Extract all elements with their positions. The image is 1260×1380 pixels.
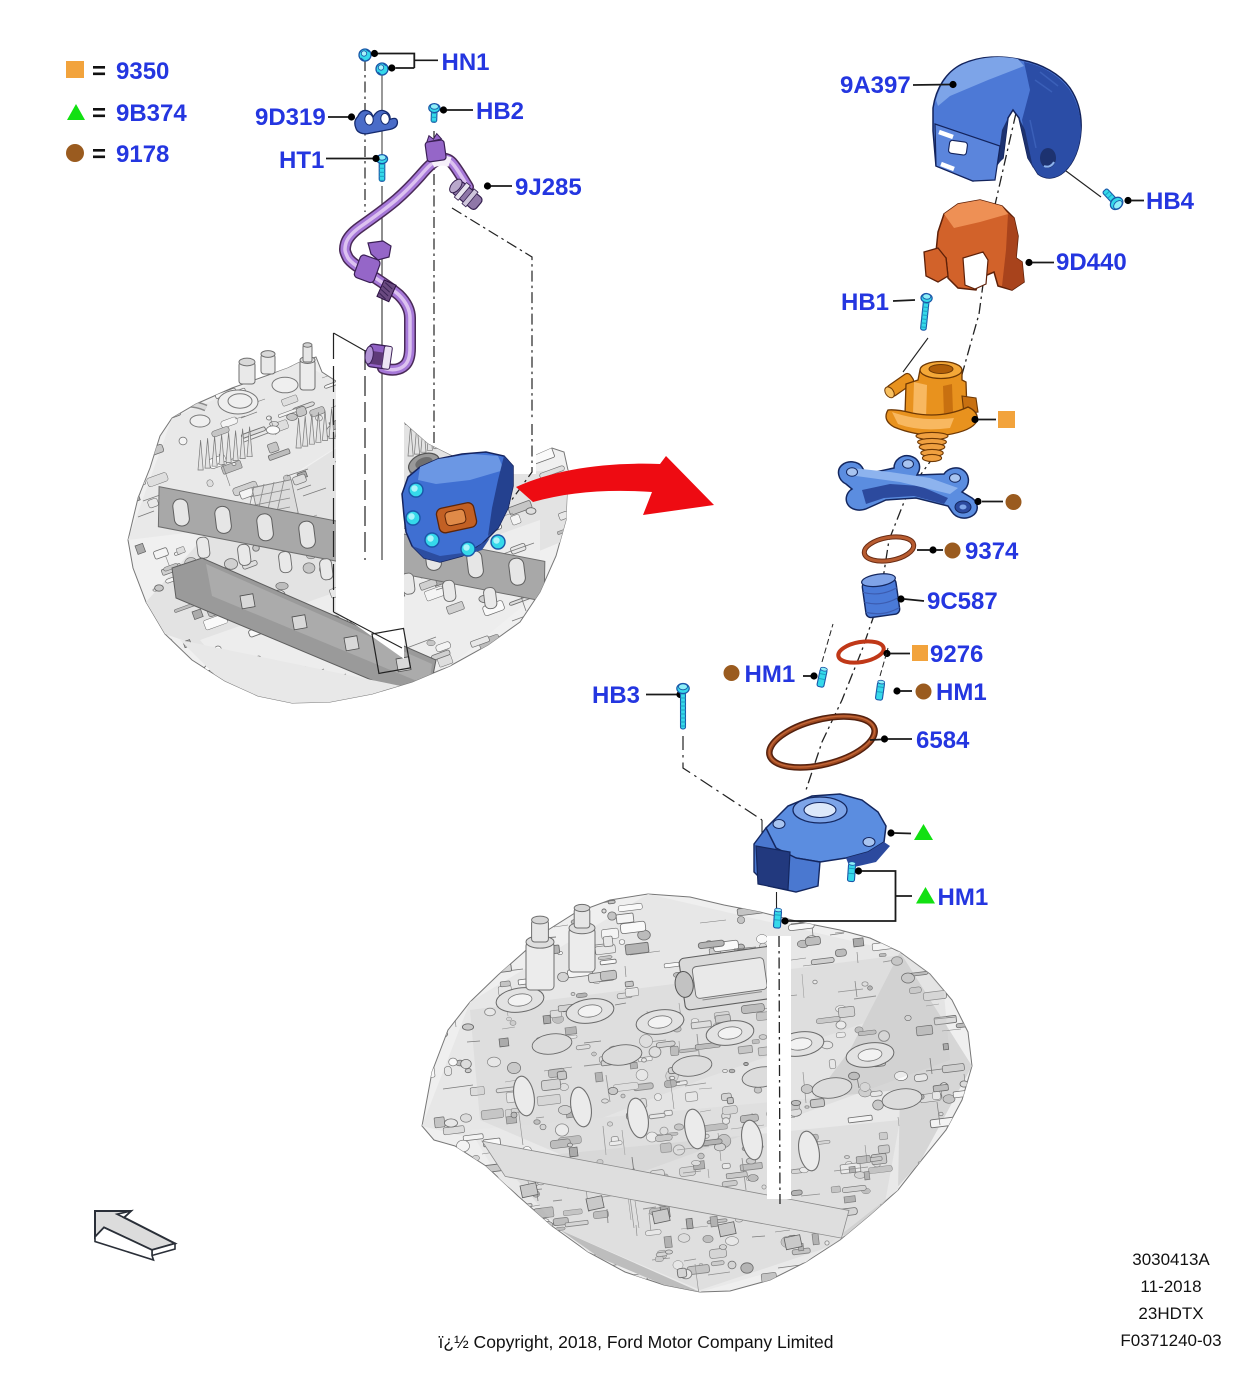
svg-text:9374: 9374 bbox=[965, 538, 1019, 565]
svg-text:11-2018: 11-2018 bbox=[1140, 1277, 1201, 1296]
svg-text:9B374: 9B374 bbox=[116, 100, 187, 127]
svg-text:9J285: 9J285 bbox=[515, 174, 582, 201]
svg-text:=: = bbox=[92, 58, 106, 85]
svg-text:=: = bbox=[92, 141, 106, 168]
svg-text:=: = bbox=[92, 100, 106, 127]
svg-text:F0371240-03: F0371240-03 bbox=[1120, 1331, 1221, 1350]
svg-text:HM1: HM1 bbox=[745, 661, 796, 688]
svg-text:HB2: HB2 bbox=[476, 98, 524, 125]
svg-text:3030413A: 3030413A bbox=[1132, 1250, 1210, 1269]
svg-text:9350: 9350 bbox=[116, 58, 169, 85]
svg-text:HM1: HM1 bbox=[938, 884, 989, 911]
svg-text:9D440: 9D440 bbox=[1056, 249, 1127, 276]
svg-text:9D319: 9D319 bbox=[255, 104, 326, 131]
svg-text:HB3: HB3 bbox=[592, 682, 640, 709]
svg-text:HB1: HB1 bbox=[841, 289, 889, 316]
svg-text:23HDTX: 23HDTX bbox=[1138, 1304, 1203, 1323]
svg-text:HN1: HN1 bbox=[442, 49, 490, 76]
svg-text:9178: 9178 bbox=[116, 141, 169, 168]
svg-text:HM1: HM1 bbox=[936, 679, 987, 706]
svg-text:9276: 9276 bbox=[930, 641, 983, 668]
svg-text:HT1: HT1 bbox=[279, 147, 324, 174]
svg-text:9C587: 9C587 bbox=[927, 588, 998, 615]
svg-text:9A397: 9A397 bbox=[840, 72, 911, 99]
svg-text:6584: 6584 bbox=[916, 727, 970, 754]
svg-text:HB4: HB4 bbox=[1146, 188, 1195, 215]
svg-text:ï¿½ Copyright, 2018, Ford Moto: ï¿½ Copyright, 2018, Ford Motor Company … bbox=[439, 1332, 834, 1352]
